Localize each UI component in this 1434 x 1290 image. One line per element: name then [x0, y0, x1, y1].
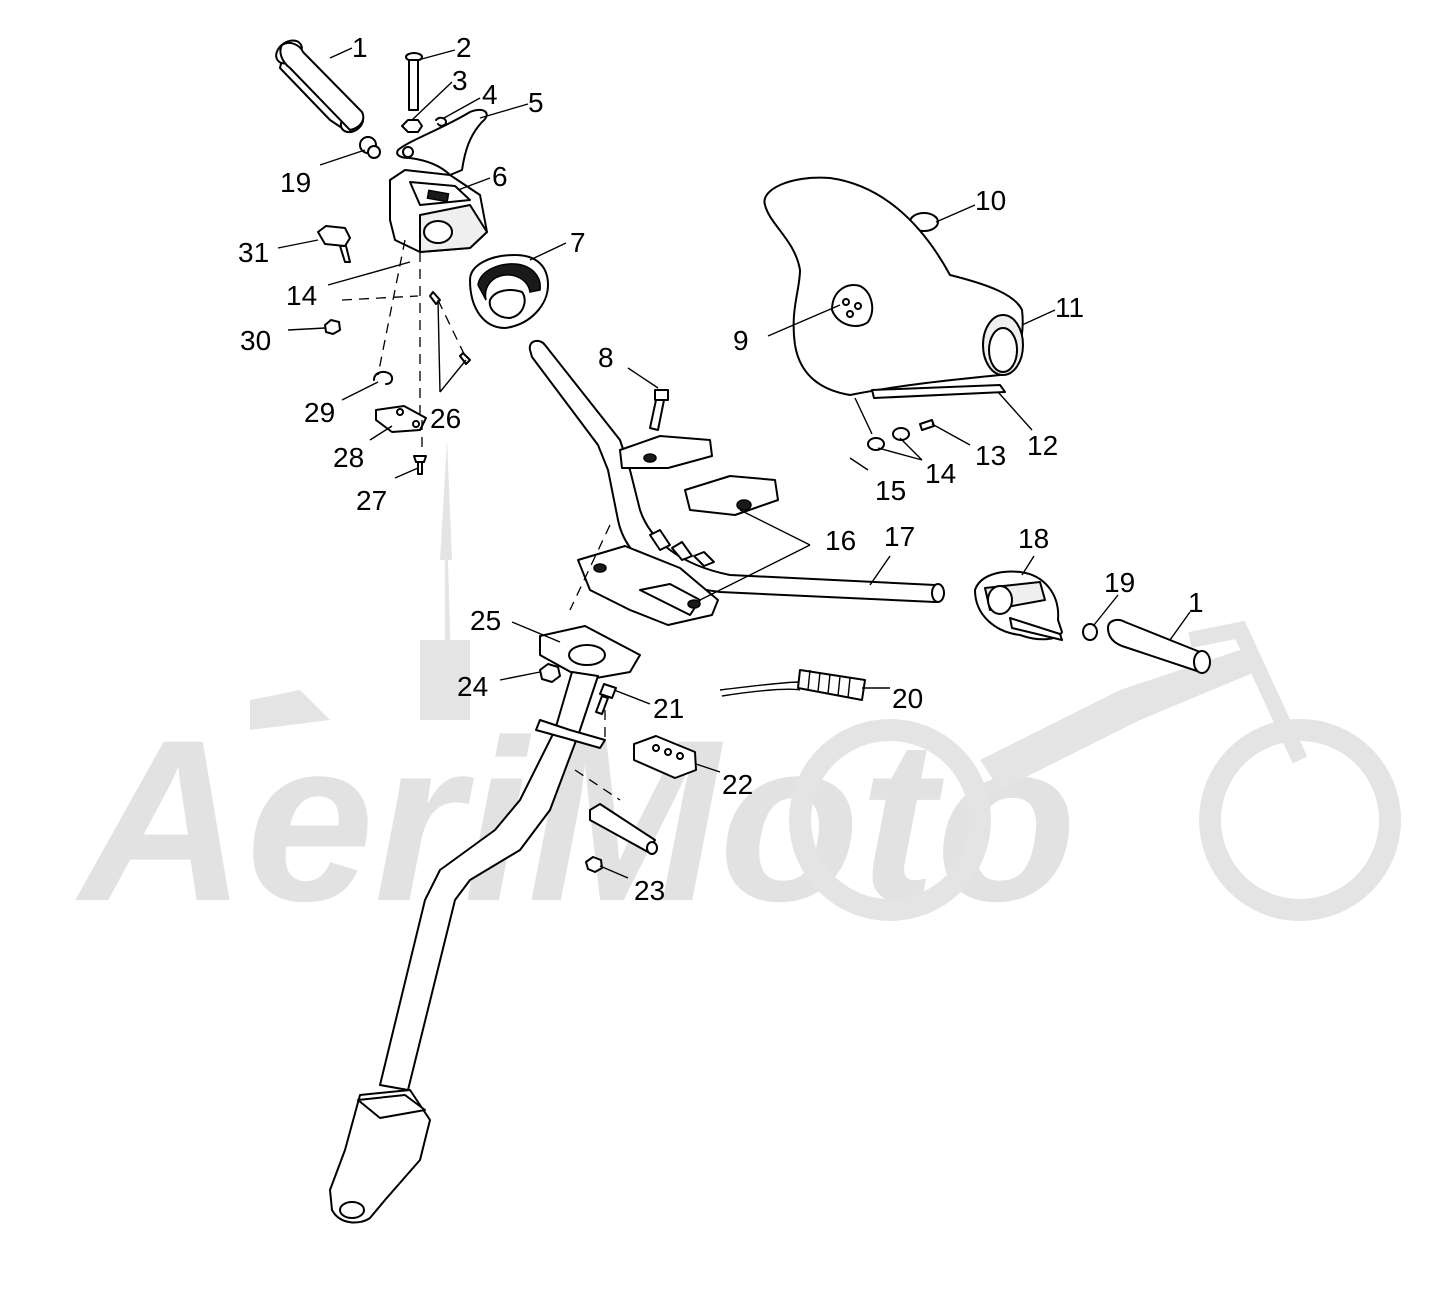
callout-25: 25: [470, 605, 501, 636]
callout-3: 3: [452, 65, 468, 96]
callout-11: 11: [1055, 292, 1084, 323]
callout-31: 31: [238, 237, 269, 268]
callout-17: 17: [884, 521, 915, 552]
part-8-bolt: [649, 389, 669, 431]
callout-14-left: 14: [286, 280, 317, 311]
callout-14-right: 14: [925, 458, 956, 489]
part-19-right-end-cap: [1082, 623, 1098, 641]
callout-7: 7: [570, 227, 586, 258]
callout-15: 15: [875, 475, 906, 506]
callout-19-right: 19: [1104, 567, 1135, 598]
part-15-clip: [849, 457, 869, 471]
part-30-nut: [324, 319, 341, 335]
part-3-nut: [401, 119, 423, 133]
part-27-screw: [413, 455, 427, 475]
callout-1-right: 1: [1188, 587, 1204, 618]
part-25-flange: [539, 625, 641, 681]
steering-column: [329, 671, 606, 1224]
part-4-clip: [435, 116, 447, 127]
part-23-nut: [585, 856, 603, 873]
part-2-bolt: [405, 52, 423, 111]
part-21-bolt: [595, 683, 617, 715]
callout-16: 16: [825, 525, 856, 556]
part-16-upper-clamp: [619, 435, 779, 516]
part-11-handlebar-pad: [763, 176, 1024, 396]
callout-2: 2: [456, 32, 472, 63]
part-28-cover-plate: [375, 405, 427, 433]
callout-6: 6: [492, 161, 508, 192]
part-6-throttle-housing: [389, 169, 488, 253]
callout-28: 28: [333, 442, 364, 473]
callout-10: 10: [975, 185, 1006, 216]
part-14-washers: [867, 427, 910, 451]
part-5-throttle-lever: [396, 108, 488, 176]
callout-5: 5: [528, 87, 544, 118]
callout-18: 18: [1018, 523, 1049, 554]
part-16-lower-clamp: [577, 545, 719, 626]
part-19-left-end-cap: [359, 136, 381, 159]
callout-9: 9: [733, 325, 749, 356]
callout-12: 12: [1027, 430, 1058, 461]
part-31-switch: [317, 225, 351, 263]
part-12-strip: [871, 384, 1006, 399]
part-20-spring-cable: [719, 669, 866, 701]
leader-lines: [277, 47, 1191, 879]
part-7-switch-housing: [469, 254, 549, 329]
part-1-right-grip: [1107, 619, 1211, 674]
part-23-pin: [589, 803, 658, 855]
callout-8: 8: [598, 342, 614, 373]
callout-4: 4: [482, 79, 498, 110]
callout-20: 20: [892, 683, 923, 714]
callout-21: 21: [653, 693, 684, 724]
part-18-brake-lever: [974, 570, 1063, 641]
part-1-left-grip: [275, 39, 365, 134]
callout-22: 22: [722, 769, 753, 800]
callout-19-left: 19: [280, 167, 311, 198]
callout-24: 24: [457, 671, 488, 702]
callout-13: 13: [975, 440, 1006, 471]
callout-labels: 1 2 3 4 5 6 7 8 9 10 11 12 13 14 15 16 1…: [238, 32, 1204, 906]
part-24-nut: [539, 663, 561, 683]
part-13-screw: [919, 419, 935, 431]
callout-26: 26: [430, 403, 461, 434]
part-22-plate: [633, 735, 697, 779]
callout-29: 29: [304, 397, 335, 428]
callout-27: 27: [356, 485, 387, 516]
callout-23: 23: [634, 875, 665, 906]
callout-1-left: 1: [352, 32, 368, 63]
callout-30: 30: [240, 325, 271, 356]
